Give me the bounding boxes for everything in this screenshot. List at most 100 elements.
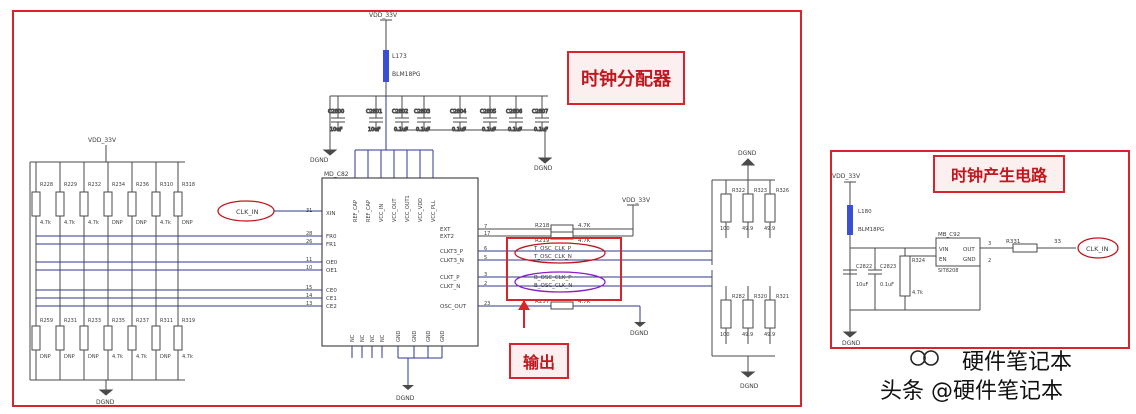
generator-frame [830,150,1130,349]
out-label-1: T_OSC_CLK_P [533,246,572,252]
vcc-pin-label: VCC_PLL [431,200,437,222]
chip-left-pin-label: CE2 [326,304,337,310]
out-label-3: B_OSC_CLK_P [534,275,572,281]
chip-right-pin-number: 6 [484,246,487,252]
term-ref: R326 [776,188,789,194]
dgnd-left-label: DGND [96,399,115,406]
gen-clk-out-label: CLK_IN [1086,245,1109,253]
pulldown-ref: R319 [182,318,195,324]
pullup-ref: R234 [112,182,125,188]
r331-resistor [1012,243,1038,253]
pullup-value: DNP [112,220,123,226]
term-ref: R320 [754,294,767,300]
chip-right-pin-number: 5 [484,255,487,261]
chip-left-pin-label: OE1 [326,268,337,274]
vdd-right-label: VDD_33V [622,197,651,204]
callout-clock-distributor: 时钟分配器 [567,51,685,105]
pullup-value: 4.7k [88,220,99,226]
dgnd-cap-left: DGND [310,157,329,164]
pulldown-resistor [127,325,137,351]
gen-r324-value: 4.7k [912,290,923,296]
inductor-l173-icon [383,50,389,82]
output-highlight-box [506,237,622,301]
watermark-logo-icon [910,350,939,366]
pullup-resistor [151,191,161,217]
pulldown-value: DNP [40,354,51,360]
chip-right-pin-number: 2 [484,281,487,287]
bottom-pin-label: GND [440,330,446,342]
pulldown-resistor [173,325,183,351]
pulldown-resistor [55,325,65,351]
chip-right-pin-label: EXT2 [440,234,454,240]
pullup-resistor [103,191,113,217]
pulldown-resistor [31,325,41,351]
gen-cap2-value: 0.1uF [880,282,894,288]
cap-ref: C2803 [414,109,430,115]
pullup-value: 4.7k [160,220,171,226]
clk-in-label: CLK_IN [236,208,259,216]
gen-dgnd-label: DGND [842,340,861,347]
generator-wires [842,181,1076,338]
r218-ref: R218 [535,223,550,229]
gen-r331-value: 33 [1054,239,1061,245]
r218-value: 4.7K [578,223,591,229]
pullup-resistor [31,191,41,217]
cap-ground-rail [322,96,553,164]
term-ref: R282 [732,294,745,300]
pullup-value: 4.7k [40,220,51,226]
gen-cap1-ref: C2822 [856,264,872,270]
vdd-top-net [330,19,548,97]
chip-left-pin-number: 14 [306,293,312,299]
termination-resistor [742,193,754,223]
clk-out-ellipse [1077,237,1119,259]
pulldown-resistor [151,325,161,351]
distributor-chip [321,177,479,347]
term-ref: R321 [776,294,789,300]
cap-ref: C2805 [480,109,496,115]
termination-resistor [720,299,732,329]
callout-output: 输出 [509,343,569,379]
cap-ref: C2807 [532,109,548,115]
gen-r324-ref: R324 [912,258,925,264]
chip-left-pin-number: 10 [306,265,312,271]
pulldown-ref: R233 [88,318,101,324]
pullup-resistor [127,191,137,217]
cap-ref: C2802 [392,109,408,115]
chip-right-pin-label: CLKT_P [440,275,460,281]
chip-left-pin-label: CE1 [326,296,337,302]
term-value: 100 [720,226,730,232]
r257-ref: R257 [535,299,550,305]
watermark-line-2: 头条 @硬件笔记本 [880,379,1063,404]
inductor-value: BLM18PG [392,71,421,78]
dgnd-cap-right: DGND [534,165,553,172]
strap-wires [36,235,322,307]
chip-right-pin-number: 23 [484,301,490,307]
inductor-ref: L173 [392,53,407,60]
chip-right-pin-label: CLKT3_P [440,249,464,255]
r219-ref: R219 [535,238,550,244]
pullup-value: DNP [136,220,147,226]
pulldown-value: DNP [64,354,75,360]
watermark-line-1: 硬件笔记本 [962,350,1073,375]
pullup-resistor [173,191,183,217]
chip-left-pin-label: CE0 [326,288,337,294]
gen-chip-part: SIT8208 [938,268,958,274]
r257-value: 4.7K [578,299,591,305]
gen-cap2-ref: C2823 [880,264,896,270]
gen-r331-ref: R331 [1006,239,1020,245]
bottom-pin-label: NC [370,334,376,342]
inductor-l180-icon [847,205,853,235]
pulldown-resistor [103,325,113,351]
pullup-value: 4.7k [64,220,75,226]
r219-value: 4.7K [578,238,591,244]
decoupling-caps: C280010uFC280110uFC28020.1uFC28030.1uFC2… [328,96,549,134]
output-ellipse-bottom [514,271,606,293]
gen-pin-num-gnd: 2 [988,258,991,264]
term-ref: R323 [754,188,767,194]
pulldown-ref: R259 [40,318,53,324]
term-value: 49.9 [764,332,775,338]
vcc-pin-label: VCC_OUT1 [405,195,411,222]
